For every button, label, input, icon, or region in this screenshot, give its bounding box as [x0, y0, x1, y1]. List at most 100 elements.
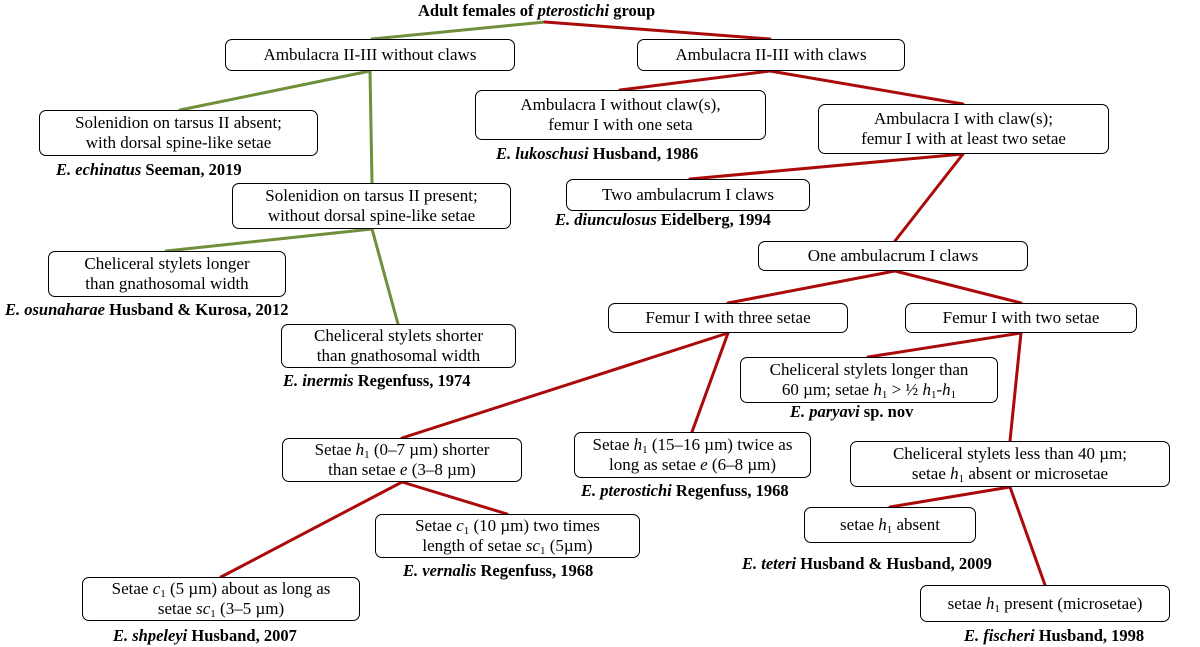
- node-text-line: than setae e (3–8 µm): [315, 460, 490, 480]
- text-run: absent: [892, 515, 940, 534]
- text-run: with dorsal spine-like setae: [85, 133, 272, 152]
- node-text-line: than gnathosomal width: [84, 274, 249, 294]
- text-run: Femur I with three setae: [645, 308, 811, 327]
- subscript: 1: [958, 473, 965, 485]
- species-diunculosus: E. diunculosus Eidelberg, 1994: [555, 210, 771, 229]
- node-text-line: Setae h1 (0–7 µm) shorter: [315, 440, 490, 461]
- node-text: Ambulacra II-III with claws: [675, 45, 866, 65]
- italic-symbol: sc: [196, 599, 211, 618]
- italic-symbol: e: [399, 460, 408, 479]
- italic-symbol: h: [873, 380, 882, 399]
- species-lukoschusi: E. lukoschusi Husband, 1986: [496, 144, 699, 163]
- subscript: 1: [881, 389, 888, 401]
- node-text-line: femur I with one seta: [520, 115, 720, 135]
- node-text-line: Ambulacra II-III with claws: [675, 45, 866, 65]
- node-femur-three-setae: Femur I with three setae: [608, 303, 848, 333]
- text-run: setae: [157, 599, 197, 618]
- text-run: -: [936, 380, 943, 399]
- node-text-line: than gnathosomal width: [314, 346, 483, 366]
- node-ambulacra-ii-iii-with-claws: Ambulacra II-III with claws: [637, 39, 905, 71]
- node-text: Ambulacra I with claw(s);femur I with at…: [861, 109, 1066, 149]
- node-h1-absent: setae h1 absent: [804, 507, 976, 543]
- node-text-line: Cheliceral stylets less than 40 µm;: [893, 444, 1127, 464]
- node-text-line: Setae c1 (10 µm) two times: [415, 516, 600, 537]
- connector-femur-three-to-h1-twice: [690, 331, 730, 434]
- node-text-line: Setae h1 (15–16 µm) twice as: [592, 435, 793, 456]
- node-text-line: Solenidion on tarsus II present;: [265, 186, 477, 206]
- node-text: Ambulacra II-III without claws: [264, 45, 477, 65]
- text-run: Ambulacra I without claw(s),: [520, 95, 721, 114]
- subscript: 1: [886, 524, 893, 536]
- connector-title-to-without: [370, 20, 547, 41]
- text-run: present (microsetae): [999, 593, 1143, 613]
- italic-symbol: h: [950, 464, 959, 483]
- subscript: 1: [950, 389, 957, 401]
- italic-symbol: h: [985, 593, 995, 613]
- text-run: (5µm): [545, 536, 593, 555]
- connector-with-to-a1-with: [768, 69, 965, 106]
- subscript: 1: [364, 449, 370, 461]
- subscript: 1: [994, 602, 1000, 615]
- species-vernalis: E. vernalis Regenfuss, 1968: [403, 561, 594, 580]
- text-run: Cheliceral stylets longer: [84, 254, 250, 273]
- node-text-line: Ambulacra I without claw(s),: [520, 95, 720, 115]
- node-text: Two ambulacrum I claws: [602, 185, 774, 205]
- connector-femur-three-to-h1-shorter: [400, 331, 730, 440]
- node-text-line: One ambulacrum I claws: [808, 246, 978, 266]
- subscript: 1: [930, 389, 937, 401]
- italic-symbol: h: [922, 380, 931, 399]
- connector-a1-with-to-one-claw: [893, 152, 965, 243]
- italic-symbol: c: [456, 516, 464, 535]
- node-text: Cheliceral stylets less than 40 µm;setae…: [893, 444, 1127, 485]
- subscript: 1: [539, 545, 546, 557]
- connector-femur-two-to-chel-40: [1008, 331, 1023, 443]
- text-run: Solenidion on tarsus II present;: [265, 186, 478, 205]
- text-run: Setae: [592, 435, 634, 454]
- node-text-line: without dorsal spine-like setae: [265, 206, 477, 226]
- node-text: Femur I with two setae: [943, 308, 1100, 328]
- key-title: Adult females of pterostichi group: [418, 1, 656, 20]
- connector-chel-40-to-h1-present: [1008, 485, 1047, 587]
- italic-symbol: h: [633, 435, 643, 454]
- text-run: Solenidion on tarsus II absent;: [75, 113, 282, 132]
- italic-symbol: h: [942, 380, 951, 399]
- subscript: 1: [210, 608, 216, 620]
- node-text: One ambulacrum I claws: [808, 246, 978, 266]
- connector-soleni-present-to-chel-shorter: [370, 227, 400, 326]
- text-run: without dorsal spine-like setae: [267, 206, 476, 225]
- connector-without-to-soleni-present: [368, 69, 374, 185]
- node-text: Femur I with three setae: [645, 308, 810, 328]
- text-run: Ambulacra I with claw(s);: [874, 109, 1053, 128]
- text-run: absent or microsetae: [964, 464, 1109, 483]
- species-echinatus: E. echinatus Seeman, 2019: [56, 160, 242, 179]
- node-text: setae h1 present (microsetae): [948, 593, 1143, 615]
- text-run: (5 µm) about as long as: [165, 579, 331, 598]
- node-text-line: Cheliceral stylets longer than: [770, 360, 969, 380]
- text-run: Setae: [415, 516, 457, 535]
- connector-soleni-present-to-chel-longer: [164, 227, 374, 253]
- text-run: (3–8 µm): [407, 460, 476, 479]
- node-text-line: Femur I with two setae: [943, 308, 1100, 328]
- connector-h1-shorter-to-c1-two: [400, 480, 509, 516]
- node-ambulacra-ii-iii-without-claws: Ambulacra II-III without claws: [225, 39, 515, 71]
- text-run: (0–7 µm) shorter: [369, 440, 490, 459]
- node-ambulacra-i-without-claws: Ambulacra I without claw(s),femur I with…: [475, 90, 766, 140]
- species-osunaharae: E. osunaharae Husband & Kurosa, 2012: [5, 300, 289, 319]
- italic-symbol: h: [878, 515, 887, 534]
- connector-with-to-a1-without: [618, 69, 772, 92]
- text-run: Cheliceral stylets shorter: [313, 326, 483, 345]
- text-run: femur I with one seta: [548, 115, 693, 134]
- italic-symbol: c: [152, 579, 161, 598]
- species-fischeri: E. fischeri Husband, 1998: [964, 626, 1145, 645]
- node-text-line: Femur I with three setae: [645, 308, 810, 328]
- connector-a1-with-to-two-claws: [688, 152, 965, 181]
